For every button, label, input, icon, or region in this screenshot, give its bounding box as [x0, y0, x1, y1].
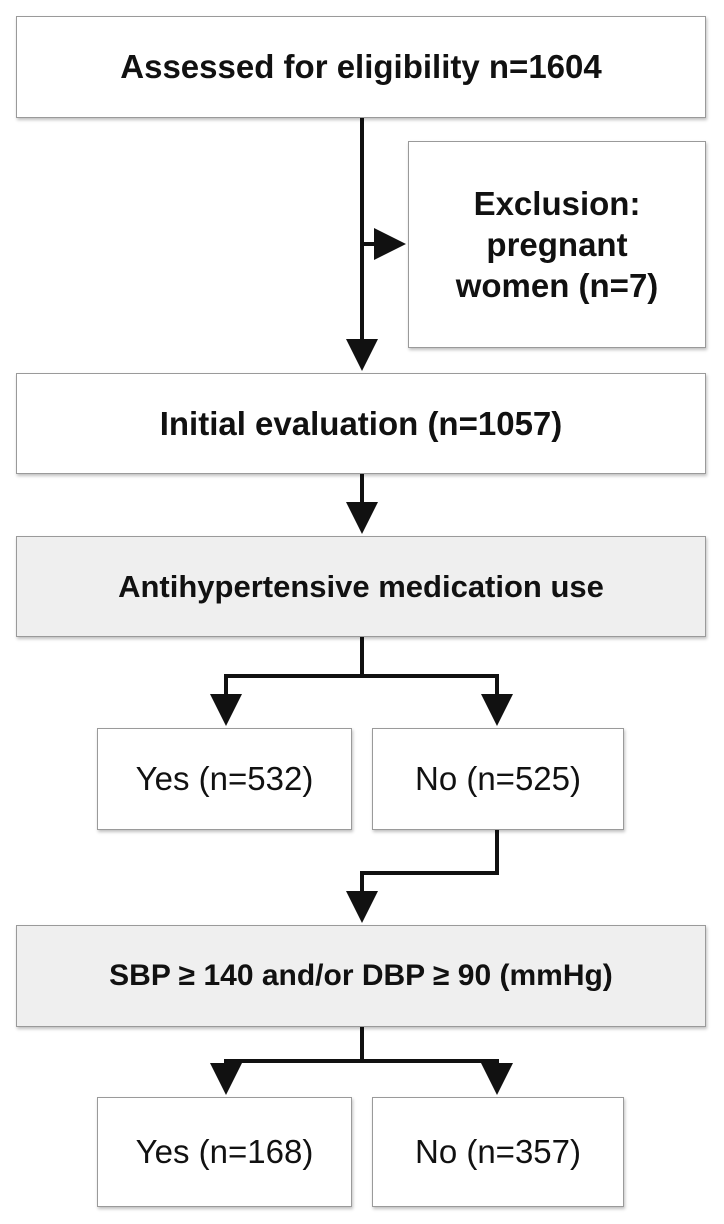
medication-no-label: No (n=525) — [414, 760, 581, 797]
bp-criteria-box: SBP ≥ 140 and/or DBP ≥ 90 (mmHg) — [16, 925, 706, 1027]
split-bp-right — [362, 1059, 513, 1095]
medication-no-box: No (n=525) — [372, 728, 624, 830]
assessed-label: Assessed for eligibility n=1604 — [120, 48, 602, 85]
bp-no-box: No (n=357) — [372, 1097, 624, 1207]
medication-label: Antihypertensive medication use — [118, 568, 604, 604]
medication-yes-label: Yes (n=532) — [135, 760, 314, 797]
medication-yes-box: Yes (n=532) — [97, 728, 352, 830]
bp-criteria-label: SBP ≥ 140 and/or DBP ≥ 90 (mmHg) — [109, 959, 613, 992]
bp-yes-label: Yes (n=168) — [135, 1133, 314, 1170]
medication-box: Antihypertensive medication use — [16, 536, 706, 637]
exclusion-box: Exclusion: pregnant women (n=7) — [408, 141, 706, 348]
bp-no-label: No (n=357) — [414, 1133, 581, 1170]
assessed-box: Assessed for eligibility n=1604 — [16, 16, 706, 118]
exclusion-line-2: pregnant — [486, 226, 628, 263]
arrow-no-to-bp — [346, 830, 499, 923]
split-medication — [210, 637, 364, 726]
bp-yes-box: Yes (n=168) — [97, 1097, 352, 1207]
exclusion-line-3: women (n=7) — [455, 267, 659, 304]
initial-evaluation-label: Initial evaluation (n=1057) — [159, 404, 563, 442]
split-bp — [210, 1027, 364, 1095]
split-medication-right — [362, 674, 513, 726]
exclusion-line-1: Exclusion: — [473, 185, 641, 222]
initial-evaluation-box: Initial evaluation (n=1057) — [16, 373, 706, 474]
